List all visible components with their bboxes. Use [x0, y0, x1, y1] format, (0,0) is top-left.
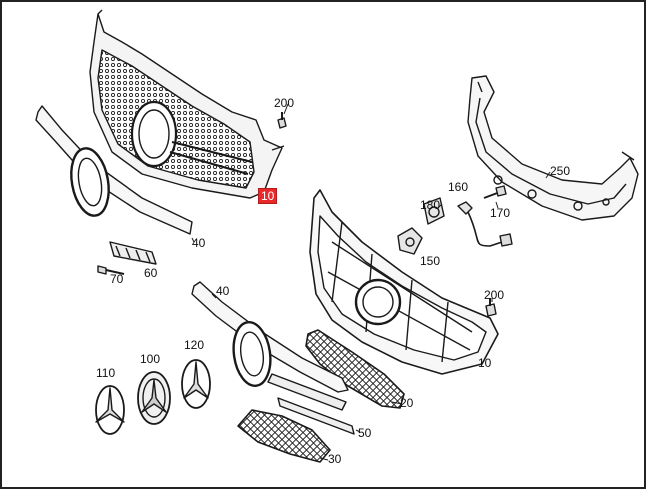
part-250-carrier-bracket [467, 75, 639, 221]
callout-40-mid[interactable]: 40 [216, 284, 230, 298]
callout-180[interactable]: 180 [420, 198, 441, 212]
part-40-trim-strip-mid [191, 281, 349, 411]
callout-70[interactable]: 70 [110, 272, 124, 286]
callout-30[interactable]: 30 [328, 452, 342, 466]
callout-200-top[interactable]: 200 [274, 96, 295, 110]
part-50-chrome-strip [277, 397, 355, 435]
callout-100[interactable]: 100 [140, 352, 161, 366]
part-20-lower-mesh [305, 329, 405, 409]
part-30-lower-grille [237, 409, 331, 463]
part-70-screw [97, 265, 125, 275]
part-170-screw [483, 185, 507, 199]
part-10-grille-top [89, 9, 285, 199]
callout-50[interactable]: 50 [358, 426, 372, 440]
callout-10-mid[interactable]: 10 [478, 356, 492, 370]
leader-lines [191, 103, 551, 461]
callout-200-mid[interactable]: 200 [484, 288, 505, 302]
callout-40-top[interactable]: 40 [192, 236, 206, 250]
callout-250[interactable]: 250 [550, 164, 571, 178]
part-120-star-emblem [181, 359, 211, 409]
callout-170[interactable]: 170 [490, 206, 511, 220]
callout-150[interactable]: 150 [420, 254, 441, 268]
callout-160[interactable]: 160 [448, 180, 469, 194]
part-40-trim-strip-top [35, 105, 193, 235]
part-180-sensor [423, 197, 445, 225]
callout-110[interactable]: 110 [96, 366, 116, 380]
part-200-clip-top [277, 112, 287, 129]
part-110-star-emblem [95, 385, 125, 435]
callout-20[interactable]: 20 [400, 396, 414, 410]
part-100-star-emblem [137, 371, 171, 425]
part-160-sensor-cable [457, 201, 513, 247]
callout-10-highlighted[interactable]: 10 [258, 188, 278, 204]
part-200-clip-mid [485, 298, 497, 317]
part-150-bracket [397, 227, 423, 255]
part-10-grille-frame [309, 189, 499, 375]
callout-120[interactable]: 120 [184, 338, 205, 352]
part-60-bracket [109, 241, 157, 265]
callout-60[interactable]: 60 [144, 266, 158, 280]
